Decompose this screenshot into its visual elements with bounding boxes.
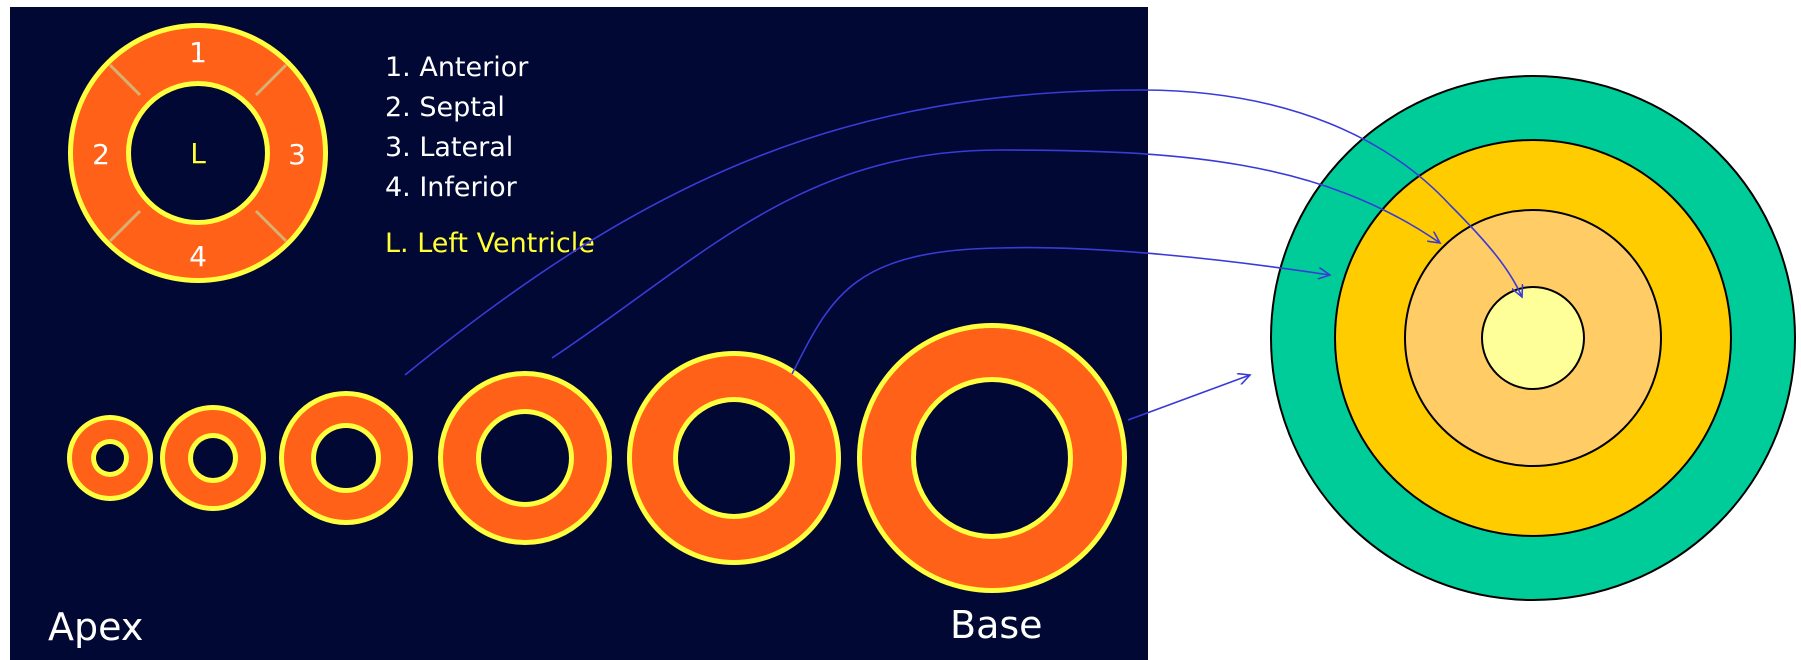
segment-divider xyxy=(254,209,288,243)
segment-label-1: 1 xyxy=(189,36,207,69)
slice-1-cavity xyxy=(96,444,124,472)
legend: 1. Anterior 2. Septal 3. Lateral 4. Infe… xyxy=(385,52,595,259)
legend-item-septal: 2. Septal xyxy=(385,92,505,123)
legend-item-left-ventricle: L. Left Ventricle xyxy=(385,228,595,259)
segment-label-2: 2 xyxy=(92,138,110,171)
segment-divider xyxy=(108,209,142,243)
slice-2-cavity xyxy=(193,438,233,478)
legend-item-anterior: 1. Anterior xyxy=(385,52,529,83)
arrow-slice-4-to-ring-2 xyxy=(551,149,1440,359)
legend-item-inferior: 4. Inferior xyxy=(385,172,518,203)
arrow-slice-5-to-ring-3 xyxy=(791,246,1330,375)
bullseye-center xyxy=(1481,286,1585,390)
apex-label: Apex xyxy=(48,605,143,649)
segment-label-3: 3 xyxy=(288,138,306,171)
ventricle-label: L xyxy=(190,137,206,170)
segment-label-4: 4 xyxy=(189,240,207,273)
segment-diagram: 1 2 3 4 L xyxy=(68,23,328,283)
segment-divider xyxy=(254,63,288,97)
slice-row xyxy=(67,323,1127,593)
arrow-slice-6-to-ring-4 xyxy=(1127,375,1250,421)
mapping-arrows xyxy=(404,89,1522,421)
slice-4-cavity xyxy=(481,414,569,502)
base-label: Base xyxy=(950,603,1043,647)
slice-6-cavity xyxy=(916,382,1068,534)
segment-divider xyxy=(108,63,142,97)
bullseye-plot xyxy=(1270,75,1796,601)
slice-3-cavity xyxy=(316,428,376,488)
arrow-slice-3-to-center xyxy=(404,89,1522,376)
slice-5-cavity xyxy=(678,402,790,514)
legend-item-lateral: 3. Lateral xyxy=(385,132,513,163)
ventricle-cavity xyxy=(131,86,265,220)
